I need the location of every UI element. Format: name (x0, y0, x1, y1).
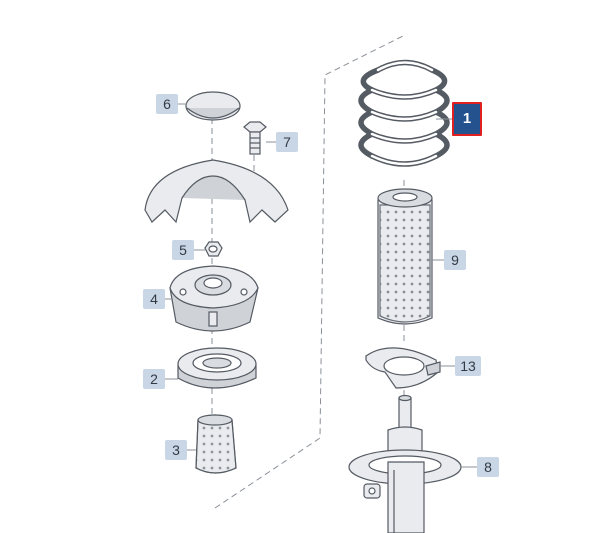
callout-3[interactable]: 3 (165, 440, 187, 460)
callout-8[interactable]: 8 (477, 457, 499, 477)
part-3-bump-stop (195, 414, 237, 474)
callout-9[interactable]: 9 (444, 250, 466, 270)
callout-13[interactable]: 13 (455, 356, 481, 376)
callout-6[interactable]: 6 (156, 94, 178, 114)
callout-5[interactable]: 5 (172, 240, 194, 260)
part-7-bolt (243, 121, 267, 155)
part-1-coil-spring-inner (370, 61, 438, 166)
callout-7[interactable]: 7 (276, 132, 298, 152)
part-9-dust-boot (377, 188, 433, 325)
part-13-spring-seat (365, 347, 441, 389)
part-6-cap (185, 91, 241, 121)
part-2-bearing (177, 347, 257, 389)
callout-2[interactable]: 2 (143, 369, 165, 389)
leader-lines (165, 103, 477, 468)
callout-1[interactable]: 1 (452, 102, 482, 136)
part-4-strut-mount (169, 265, 259, 332)
part-8-strut (348, 394, 462, 533)
part-5-nut (204, 241, 223, 257)
heat-shield (144, 159, 289, 224)
callout-4[interactable]: 4 (143, 289, 165, 309)
